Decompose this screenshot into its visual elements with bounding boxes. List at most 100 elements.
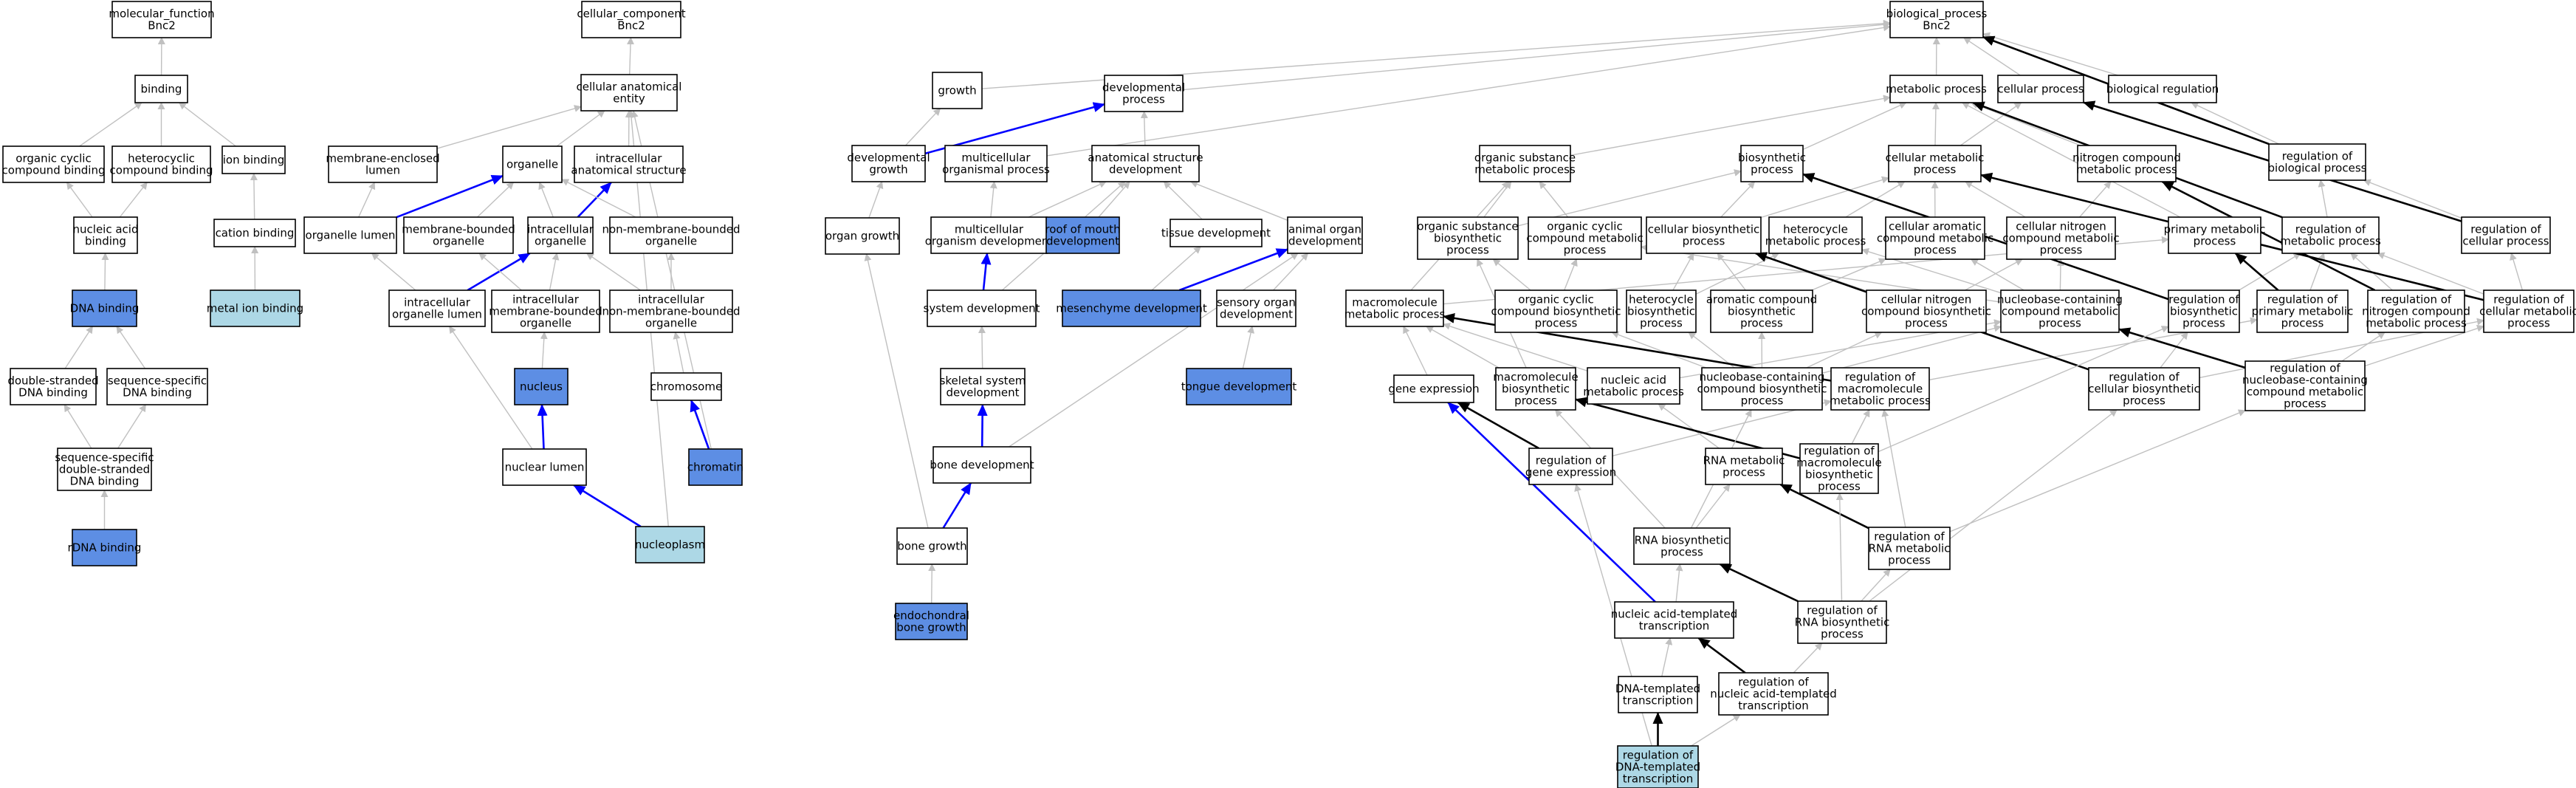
node-organelle[interactable]: organelle — [502, 145, 563, 183]
node-nuclear-lumen[interactable]: nuclear lumen — [502, 448, 587, 486]
node-bone-growth[interactable]: bone growth — [896, 527, 968, 565]
node-metabolic-process[interactable]: metabolic process — [1886, 75, 1987, 103]
node-gene-expression[interactable]: gene expression — [1388, 374, 1480, 403]
node-organelle-lumen[interactable]: organelle lumen — [303, 216, 397, 254]
node-tissue-development[interactable]: tissue development — [1161, 219, 1271, 247]
node-regulation-of-macromolecule-biosynthetic-process[interactable]: regulation ofmacromoleculebiosyntheticpr… — [1796, 443, 1882, 494]
node-label: process — [1122, 93, 1165, 106]
node-bone-development[interactable]: bone development — [930, 446, 1034, 484]
edge-is-a-organic-cyclic-binding-to-binding — [79, 102, 142, 147]
node-mesenchyme-development[interactable]: mesenchyme development — [1056, 289, 1207, 327]
node-binding[interactable]: binding — [134, 75, 188, 103]
node-nucleus[interactable]: nucleus — [514, 368, 569, 405]
node-label: RNA metabolic — [1703, 454, 1785, 467]
node-intracellular-nmb-organelle[interactable]: intracellularnon-membrane-boundedorganel… — [602, 289, 741, 333]
edge-is-a-regulation-of-nucleic-acid-templated-transcription-to-regulation-of-rna-biosynthetic-process — [1793, 643, 1823, 674]
node-cellular-process[interactable]: cellular process — [1997, 75, 2084, 103]
node-cation-binding[interactable]: cation binding — [213, 219, 296, 247]
node-label: organelle — [535, 235, 586, 248]
node-rdna-binding[interactable]: rDNA binding — [68, 529, 142, 566]
node-metal-ion-binding[interactable]: metal ion binding — [207, 289, 303, 327]
node-label: endochondral — [893, 609, 969, 623]
node-organ-growth[interactable]: organ growth — [825, 217, 900, 255]
node-biological-regulation[interactable]: biological regulation — [2106, 75, 2219, 103]
node-dna-binding[interactable]: DNA binding — [70, 289, 140, 327]
node-label: gene expression — [1525, 466, 1616, 479]
node-chromosome[interactable]: chromosome — [650, 372, 722, 401]
node-regulation-of-nucleobase-containing-compound-metabolic-process[interactable]: regulation ofnucleobase-containingcompou… — [2242, 360, 2368, 411]
node-system-development[interactable]: system development — [924, 289, 1040, 327]
node-ion-binding[interactable]: ion binding — [221, 145, 286, 174]
node-chromatin[interactable]: chromatin — [687, 448, 743, 486]
node-growth[interactable]: growth — [932, 72, 983, 109]
node-tongue-development[interactable]: tongue development — [1181, 368, 1297, 405]
node-nucleoplasm[interactable]: nucleoplasm — [635, 526, 705, 563]
